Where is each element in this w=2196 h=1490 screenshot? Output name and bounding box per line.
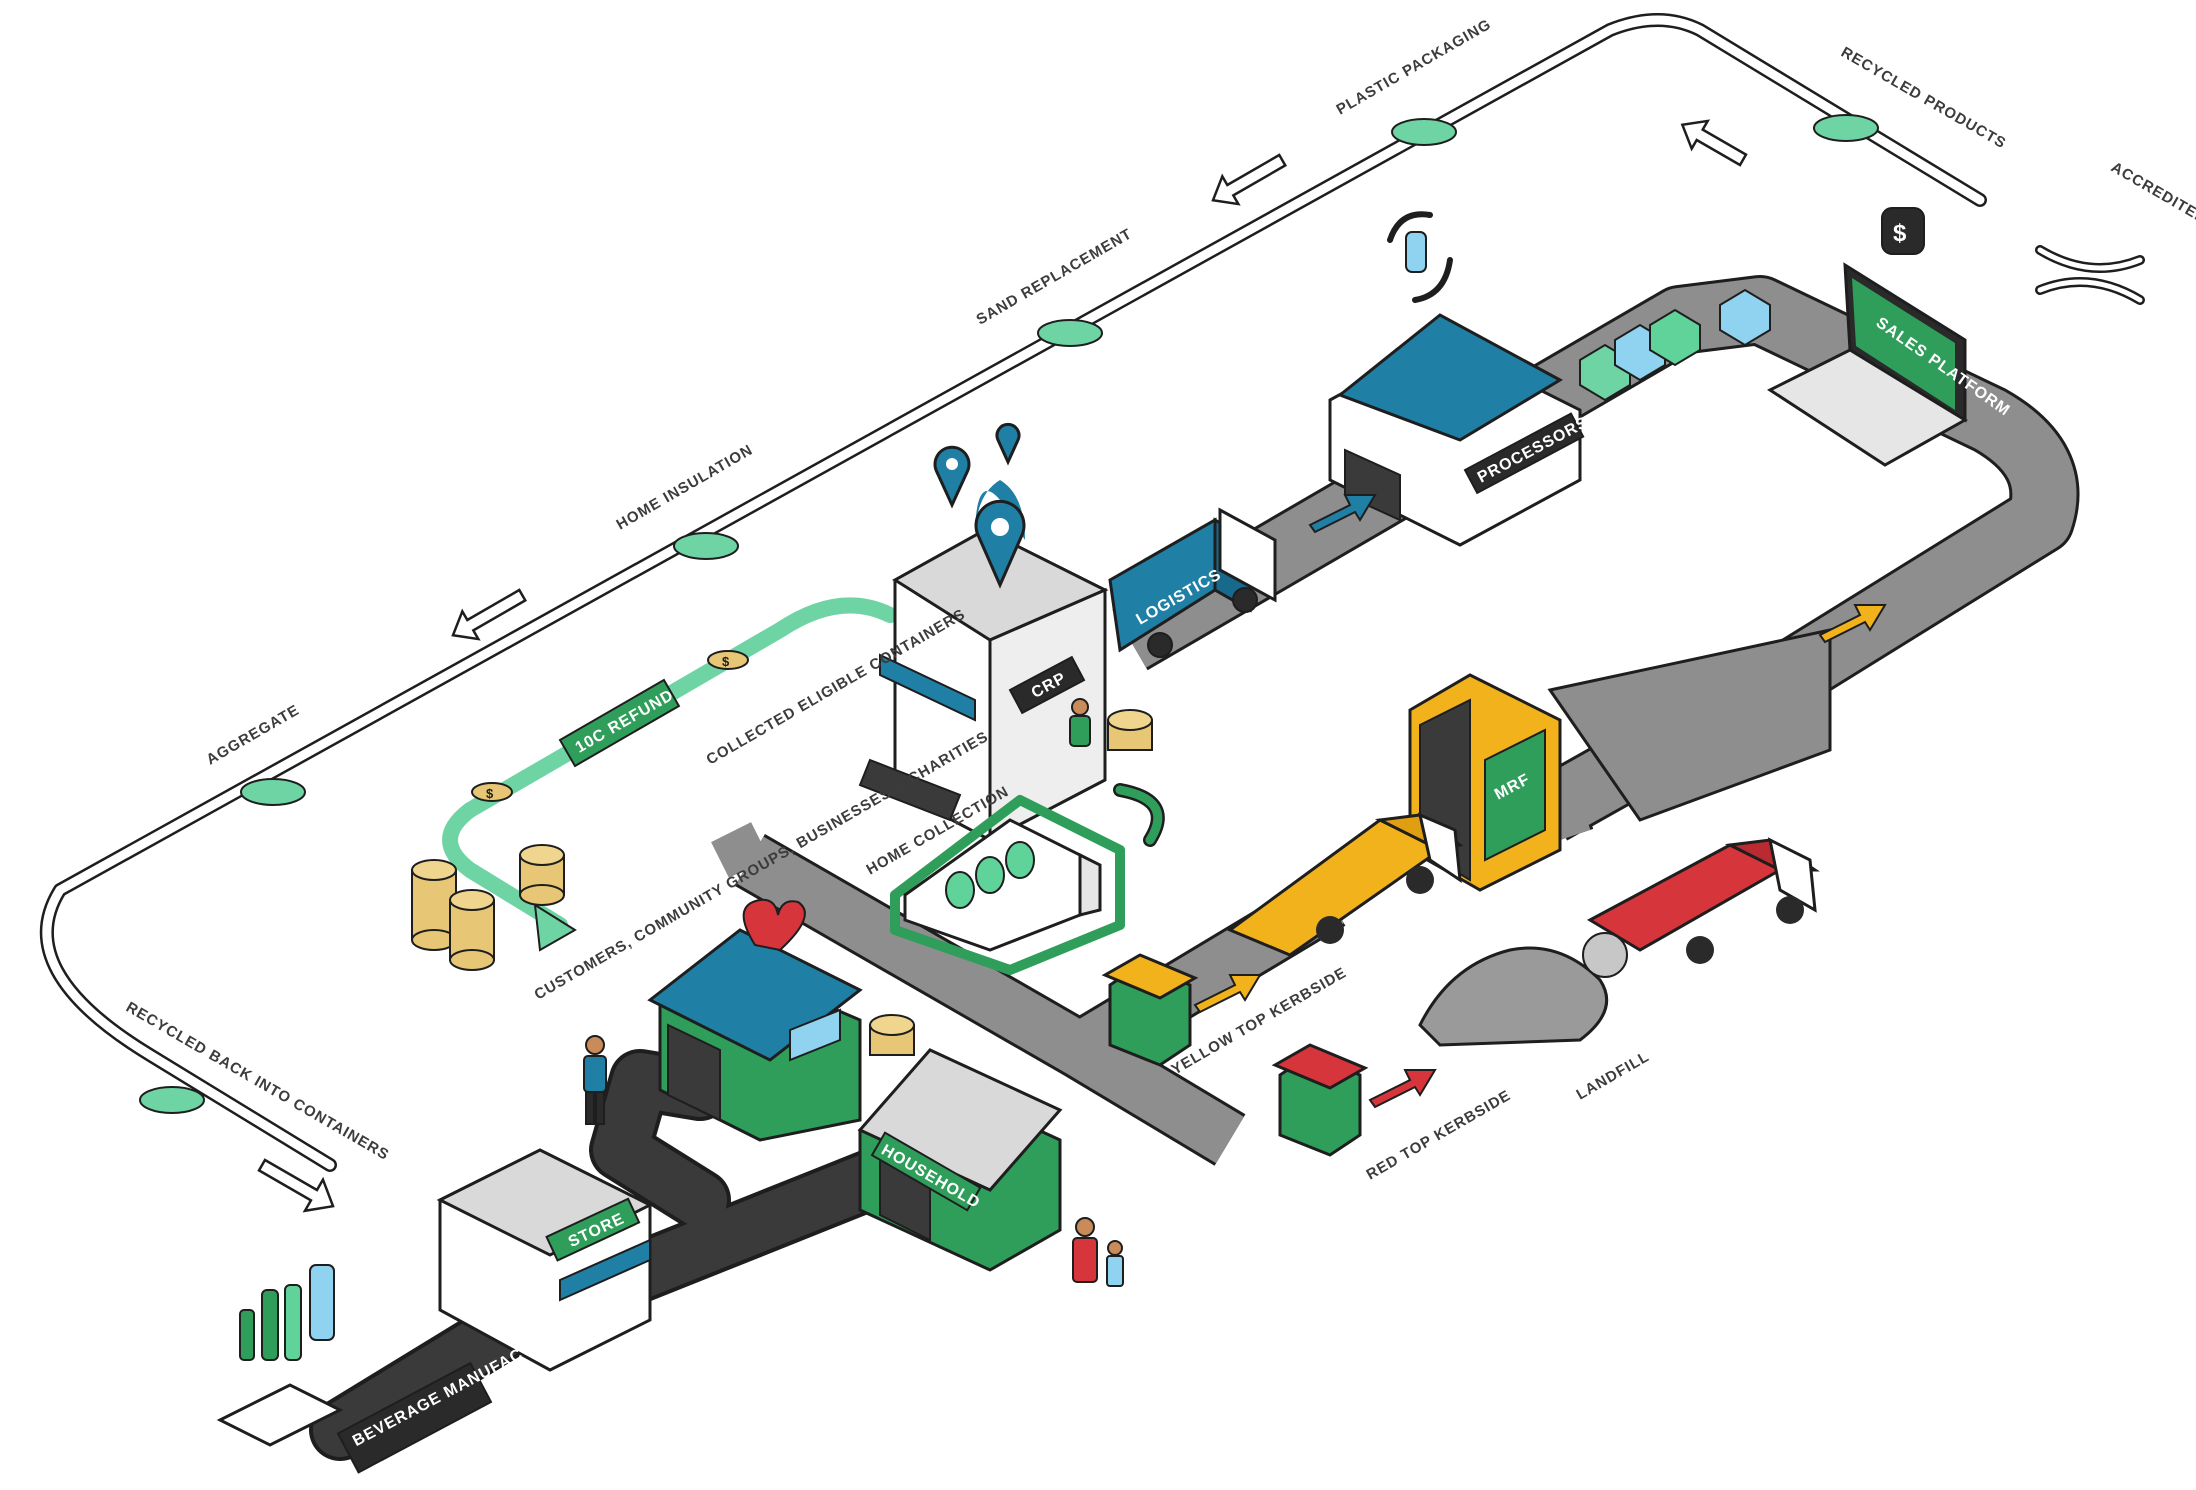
- dollar-coin-icon: $: [707, 650, 749, 670]
- loop-arrow-icon: [257, 1158, 335, 1213]
- label-recycled-back: RECYCLED BACK INTO CONTAINERS: [123, 999, 392, 1164]
- crp-building: CRP: [858, 422, 1109, 843]
- label-landfill: LANDFILL: [1574, 1048, 1653, 1103]
- recycle-icon: [1387, 211, 1453, 303]
- yellow-truck: [1226, 812, 1464, 957]
- svg-text:$: $: [486, 786, 494, 801]
- bale-cubes: [1579, 288, 1771, 402]
- refund-banner: 10C REFUND: [558, 678, 681, 768]
- dollar-coin-icon: $: [471, 782, 513, 802]
- mrf-building: MRF: [1408, 673, 1562, 892]
- coin-stacks: $ $: [411, 650, 1153, 1056]
- person-icon: [1069, 698, 1091, 747]
- red-truck: [1586, 837, 1820, 964]
- loop-node: [673, 532, 739, 560]
- store-building: STORE: [436, 1148, 654, 1372]
- coin-stack-icon: [449, 889, 495, 971]
- loop-arrow-icon: [1680, 119, 1748, 167]
- svg-text:$: $: [1893, 220, 1907, 247]
- loop-node: [1391, 118, 1457, 146]
- heart-icon: [742, 898, 806, 952]
- loop-node: [139, 1086, 205, 1114]
- processors-building: PROCESSORS: [1328, 211, 1591, 547]
- home-collection-van: [890, 795, 1125, 975]
- loop-node: [1037, 319, 1103, 347]
- red-bin: [1271, 1043, 1369, 1157]
- recycle-icon: [2035, 245, 2145, 305]
- outer-loop: [39, 13, 2145, 1213]
- loop-node: [240, 778, 306, 806]
- coin-stack-icon: [1107, 709, 1153, 751]
- location-pin-icon: [974, 480, 1026, 589]
- coin-stack-icon: [869, 1014, 915, 1056]
- loop-arrow-icon: [1211, 153, 1287, 206]
- landfill-mound: [1418, 932, 1628, 1047]
- return-arrow-icon: [1113, 783, 1165, 847]
- household-building: HOUSEHOLD: [857, 1048, 1063, 1272]
- svg-text:$: $: [722, 654, 730, 669]
- coin-stack-icon: [411, 859, 457, 951]
- coin-stack-icon: [519, 844, 565, 906]
- person-icon: [1072, 1217, 1124, 1287]
- loop-arrow-icon: [451, 588, 527, 641]
- location-pin-icon: [933, 445, 971, 509]
- person-icon: [583, 1035, 607, 1125]
- customers-store: [647, 898, 863, 1142]
- yellow-bin: [1101, 953, 1199, 1067]
- dollar-chat-icon: $: [1881, 207, 1925, 255]
- loop-node: [1813, 114, 1879, 142]
- location-pin-icon: [995, 422, 1021, 466]
- logistics-truck: LOGISTICS: [1108, 507, 1277, 658]
- flow-arrow-icon: [1193, 494, 1887, 1109]
- road-network: [711, 275, 2080, 1166]
- refund-label: 10C REFUND: [573, 687, 677, 757]
